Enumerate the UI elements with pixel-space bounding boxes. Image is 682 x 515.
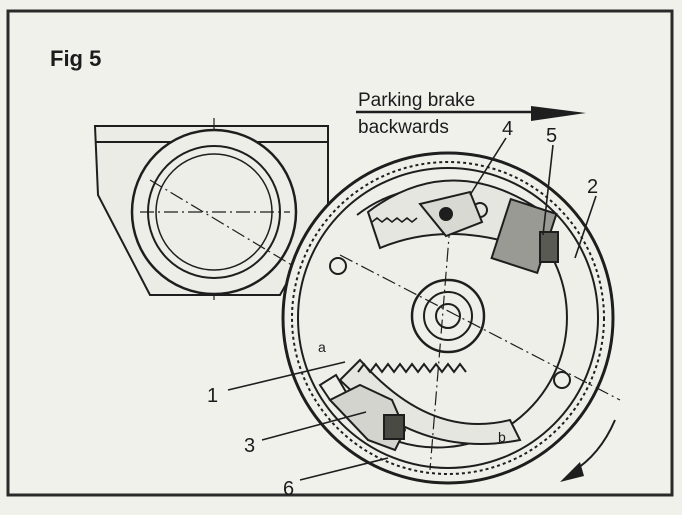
callout-5: 5	[546, 125, 557, 147]
callout-leaders	[227, 137, 597, 481]
shoe-mark-a: a	[318, 339, 326, 355]
callout-6: 6	[283, 478, 294, 500]
callout-3: 3	[244, 435, 255, 457]
lower-spring	[357, 362, 467, 374]
upper-spring	[371, 216, 418, 224]
rotation-arrow	[560, 419, 616, 482]
figure-title: Fig 5	[50, 46, 101, 71]
brake-expander	[318, 373, 407, 452]
shoe-mark-b: b	[498, 429, 506, 445]
parking-brake-lever	[418, 190, 484, 238]
direction-arrowhead	[531, 106, 586, 121]
hub	[339, 199, 621, 471]
callout-1: 1	[207, 385, 218, 407]
figure-frame	[6, 9, 674, 497]
direction-label-line2: backwards	[358, 117, 449, 138]
adjusting-unit	[490, 197, 559, 275]
callout-2: 2	[587, 176, 598, 198]
direction-label-line1: Parking brake	[358, 90, 475, 111]
direction-indicator: Parking brake backwards	[356, 90, 586, 138]
callout-4: 4	[502, 118, 513, 140]
